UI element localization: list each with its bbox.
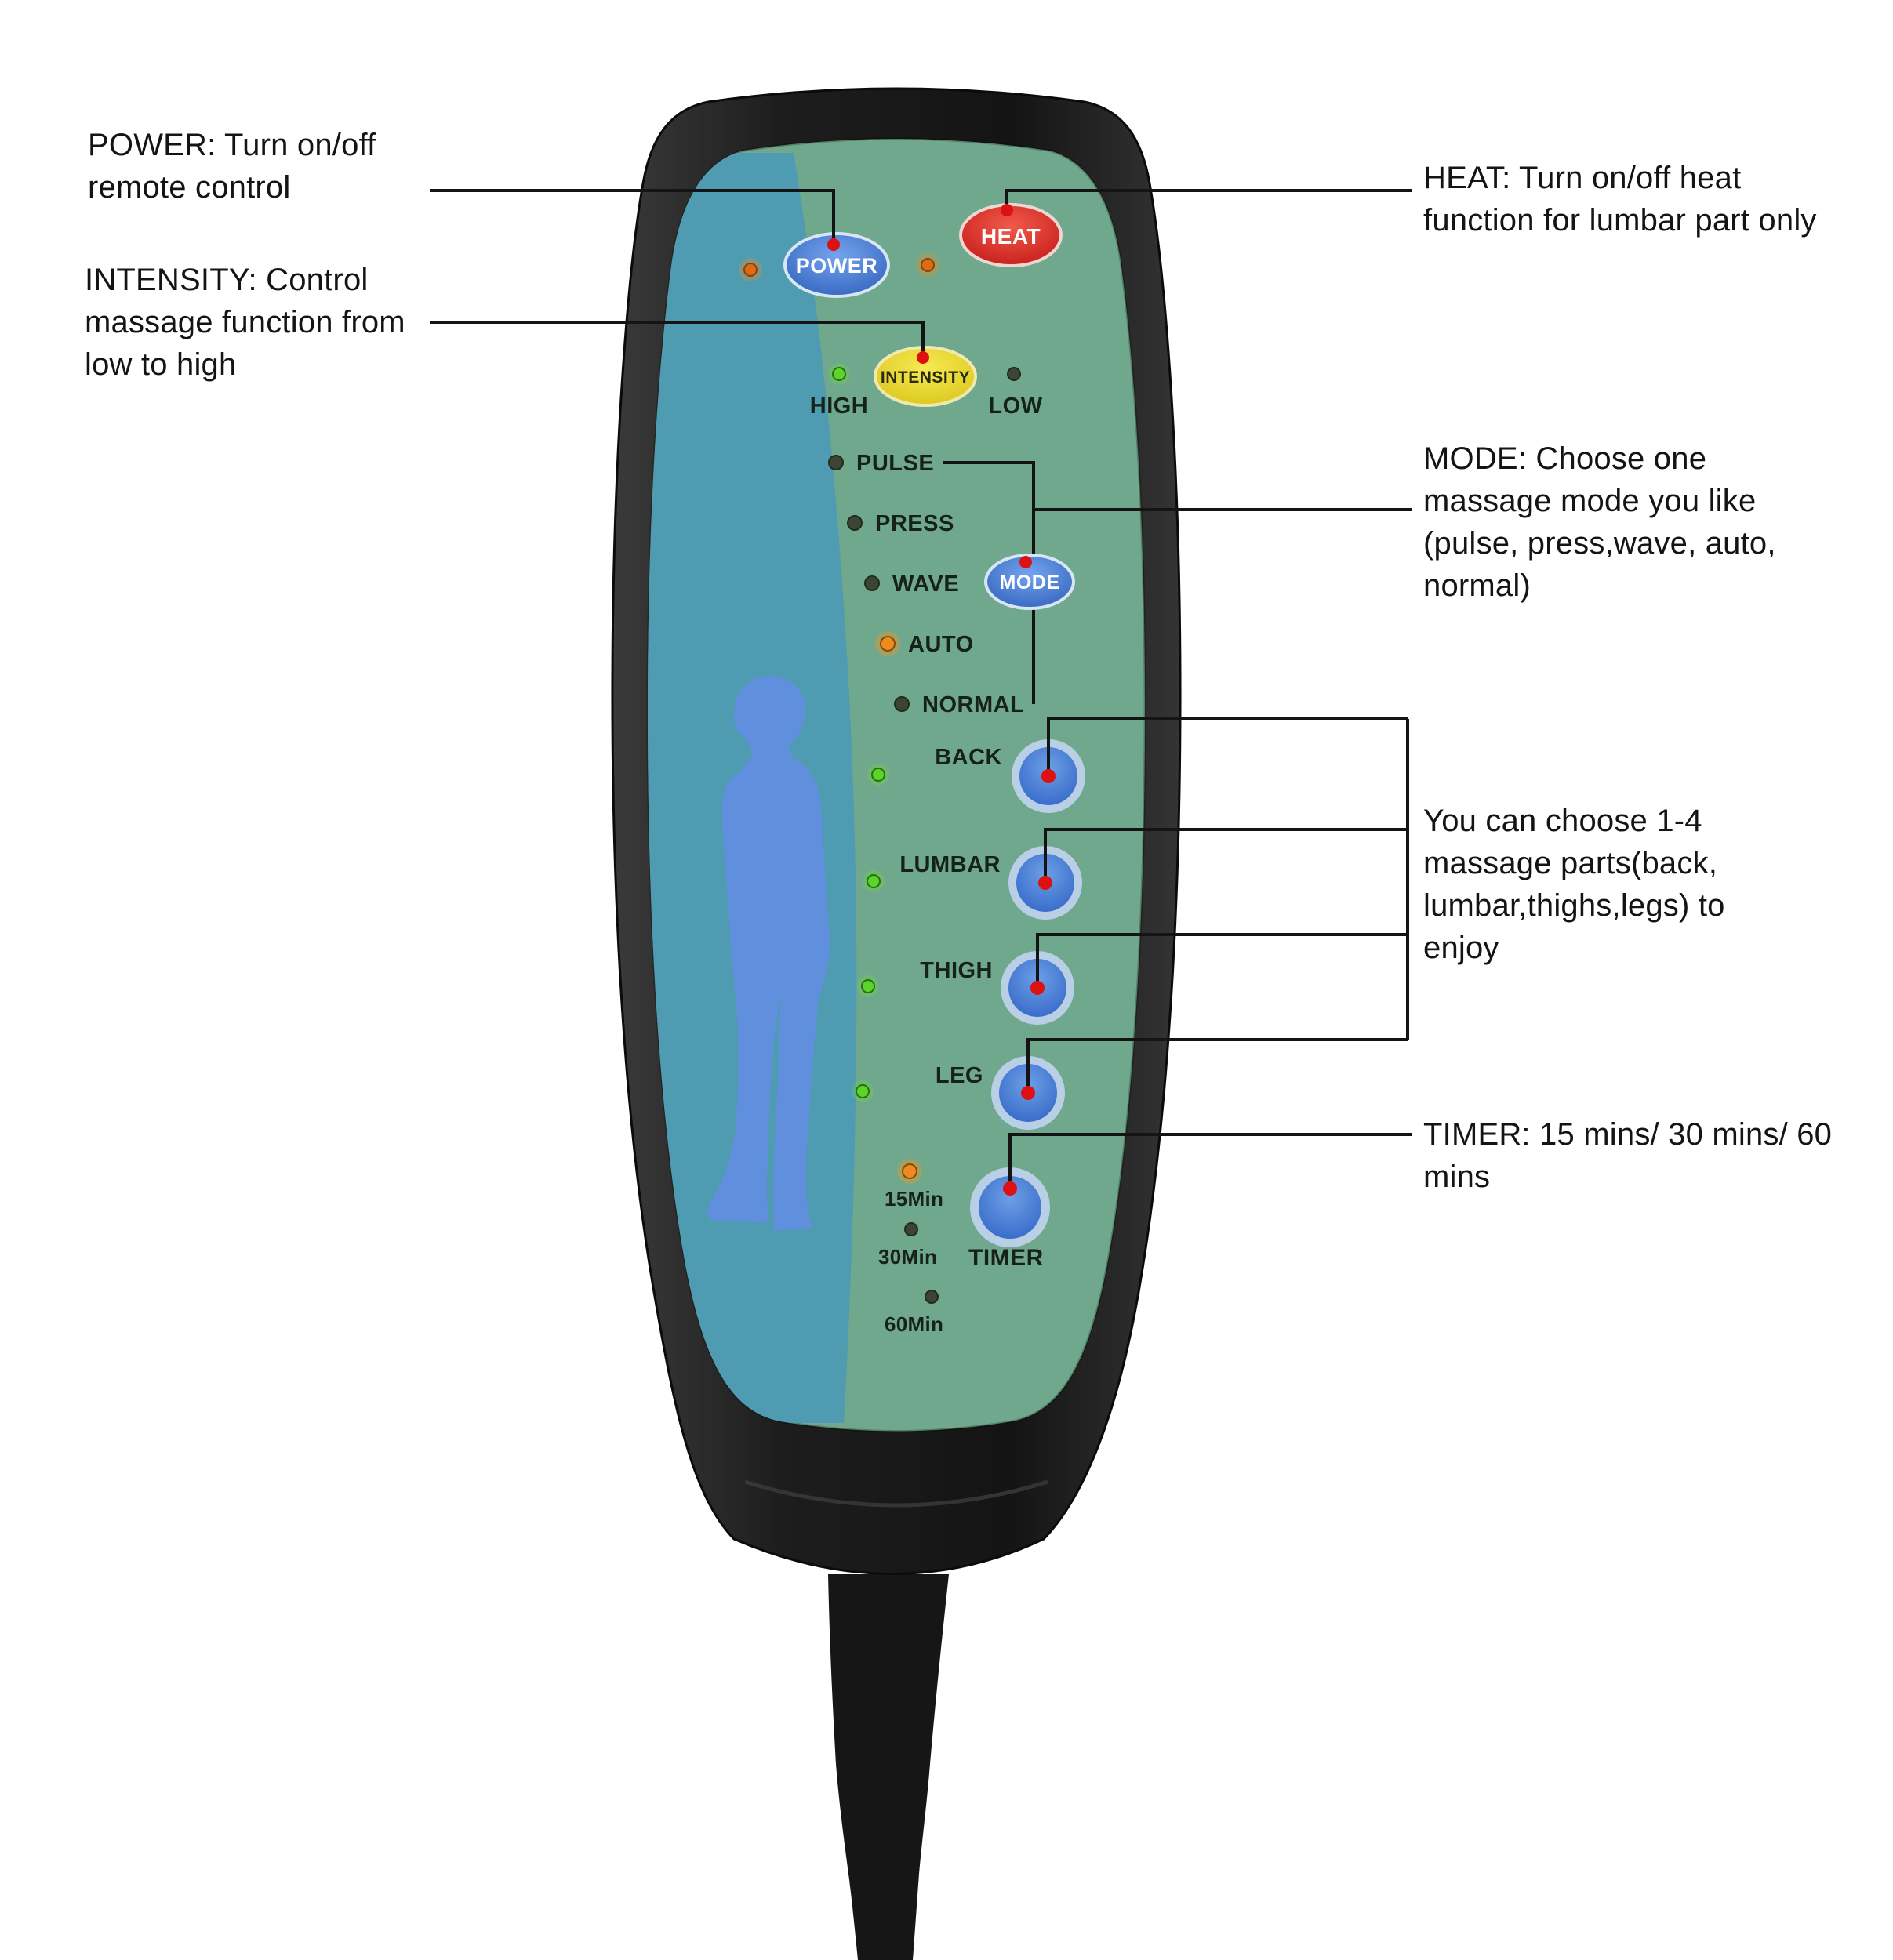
mode-led-press: [847, 515, 863, 531]
timer-led-60min: [925, 1290, 939, 1304]
heat-annotation: HEAT: Turn on/off heat function for lumb…: [1423, 161, 1817, 238]
power-marker-dot: [827, 238, 840, 251]
lumbar-marker-dot: [1038, 876, 1052, 890]
intensity-high-label: HIGH: [810, 394, 869, 419]
mode-option-normal: NORMAL: [922, 692, 1024, 717]
intensity-low-label: LOW: [988, 394, 1042, 419]
mode-led-wave: [864, 575, 880, 591]
timer-label: TIMER: [968, 1245, 1044, 1271]
timer-option-60min: 60Min: [885, 1312, 943, 1336]
timer-marker-dot: [1003, 1181, 1017, 1196]
leg-led: [852, 1080, 874, 1102]
intensity-annotation: INTENSITY: Control massage function from…: [85, 263, 405, 382]
intensity-button-label: INTENSITY: [881, 368, 970, 387]
power-callout-line: [430, 189, 835, 243]
mode-bracket-line: [943, 461, 1035, 704]
back-led: [867, 764, 889, 786]
timer-led-15min: [897, 1159, 922, 1184]
mode-option-wave: WAVE: [892, 572, 959, 597]
timer-button[interactable]: [970, 1167, 1050, 1247]
lumbar-callout-line: [1044, 828, 1408, 881]
intensity-callout-line: [430, 321, 925, 356]
intensity-marker-dot: [917, 351, 929, 364]
intensity-high-led: [828, 363, 850, 385]
mode-led-normal: [894, 696, 910, 712]
mode-button[interactable]: MODE: [984, 554, 1075, 610]
power-status-led: [739, 258, 762, 281]
mode-option-auto: AUTO: [908, 632, 974, 657]
power-button-label: POWER: [796, 254, 878, 278]
mode-led-pulse: [828, 455, 844, 470]
mode-marker-dot: [1019, 556, 1032, 568]
power-annotation: POWER: Turn on/off remote control: [88, 128, 376, 205]
heat-marker-dot: [1001, 204, 1013, 216]
mode-button-label: MODE: [1000, 572, 1060, 593]
timer-annotation: TIMER: 15 mins/ 30 mins/ 60 mins: [1423, 1117, 1833, 1194]
thigh-marker-dot: [1030, 981, 1045, 995]
remote-body-seam: [744, 1479, 1048, 1508]
parts-annotation: You can choose 1-4 massage parts(back, l…: [1423, 804, 1725, 965]
heat-button[interactable]: HEAT: [959, 203, 1063, 267]
timer-option-30min: 30Min: [878, 1245, 937, 1269]
intensity-low-led: [1007, 367, 1021, 381]
timer-led-30min: [904, 1222, 918, 1236]
heat-callout-line: [1005, 189, 1412, 209]
mode-option-pulse: PULSE: [856, 451, 934, 476]
heat-status-led: [916, 253, 939, 277]
lumbar-label: LUMBAR: [899, 852, 1001, 877]
back-marker-dot: [1041, 769, 1056, 783]
timer-option-15min: 15Min: [885, 1187, 943, 1210]
timer-callout-line: [1008, 1133, 1412, 1187]
power-button[interactable]: POWER: [783, 232, 890, 298]
body-silhouette: [707, 676, 830, 1231]
mode-option-press: PRESS: [875, 511, 954, 536]
mode-led-auto: [875, 631, 900, 656]
power-cable: [828, 1574, 949, 1960]
heat-button-label: HEAT: [981, 224, 1041, 249]
lumbar-led: [863, 870, 885, 892]
leg-callout-line: [1026, 1038, 1408, 1091]
leg-label: LEG: [936, 1063, 983, 1088]
thigh-callout-line: [1036, 933, 1408, 986]
back-label: BACK: [935, 745, 1002, 770]
intensity-button[interactable]: INTENSITY: [874, 346, 977, 407]
thigh-label: THIGH: [920, 958, 993, 983]
mode-annotation: MODE: Choose one massage mode you like (…: [1423, 441, 1776, 603]
leg-marker-dot: [1021, 1086, 1035, 1100]
thigh-led: [857, 975, 879, 997]
back-callout-line: [1047, 717, 1408, 775]
